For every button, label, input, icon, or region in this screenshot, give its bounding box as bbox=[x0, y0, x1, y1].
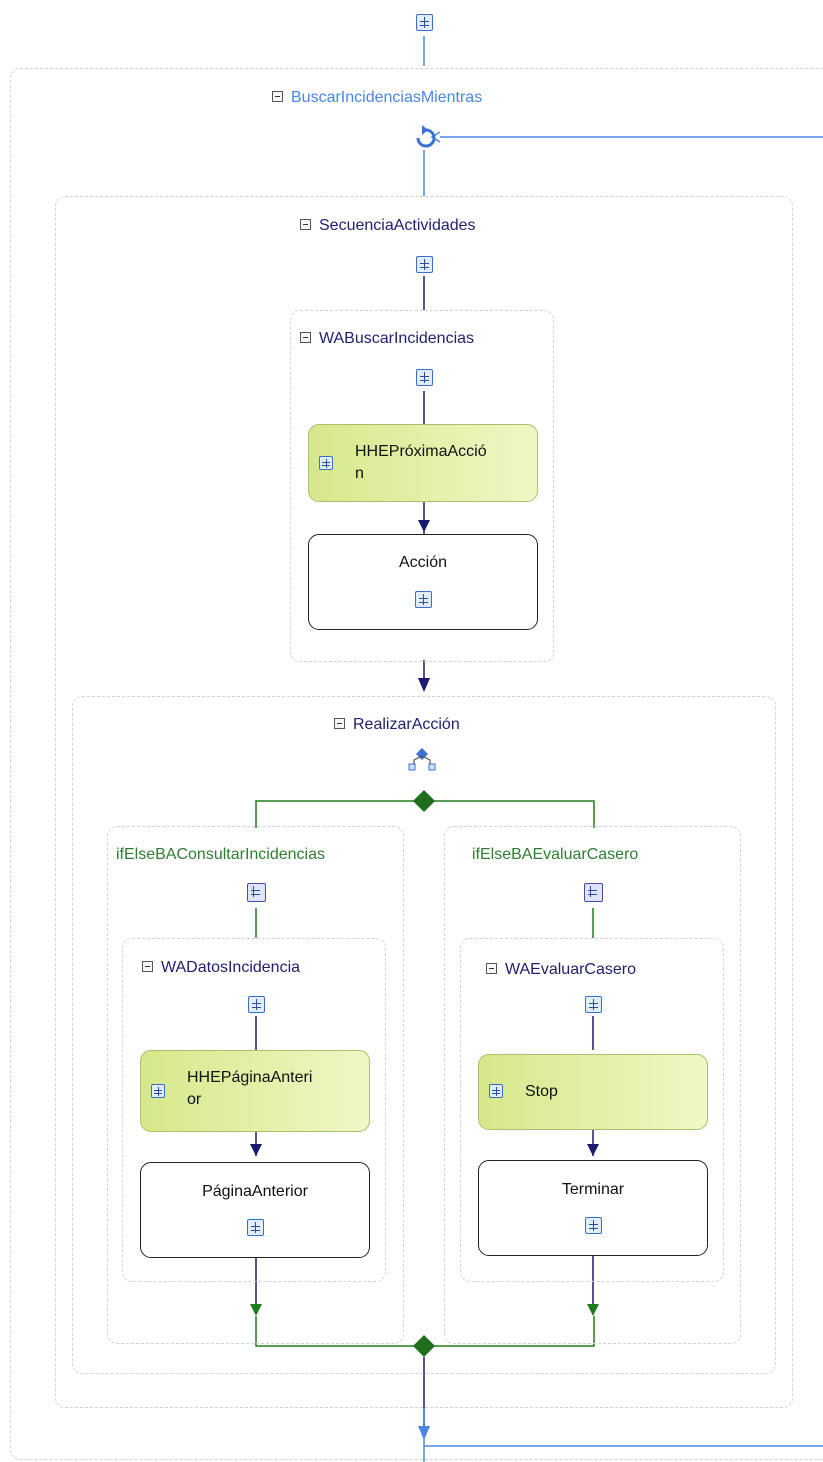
sequence-activity-container[interactable] bbox=[55, 196, 793, 1408]
listen-evaluar-casero-start-icon bbox=[585, 996, 602, 1013]
action-label: Acción bbox=[398, 554, 448, 571]
handler-icon bbox=[319, 456, 333, 470]
listen-evaluar-casero-title[interactable]: WAEvaluarCasero bbox=[486, 961, 636, 979]
listen-activity-title[interactable]: WABuscarIncidencias bbox=[300, 330, 474, 348]
pagina-anterior-activity[interactable]: PáginaAnterior bbox=[140, 1162, 370, 1258]
listen-evaluar-casero-container[interactable] bbox=[460, 938, 724, 1282]
ifelse-branch-left[interactable] bbox=[107, 826, 404, 1344]
collapse-toggle-icon[interactable] bbox=[300, 219, 311, 231]
handler-label-wrap: or bbox=[187, 1091, 202, 1108]
handler-icon bbox=[489, 1084, 503, 1098]
loop-icon bbox=[416, 125, 436, 148]
ifelse-activity-label: RealizarAcción bbox=[353, 716, 460, 733]
branch-left-title[interactable]: ifElseBAConsultarIncidencias bbox=[116, 846, 325, 863]
listen-activity-container[interactable] bbox=[290, 310, 554, 662]
branch-diamond-top bbox=[413, 790, 435, 812]
branch-diamond-bottom bbox=[413, 1335, 435, 1357]
handler-label: HHEPróximaAcció bbox=[355, 443, 487, 460]
handler-label-wrap: n bbox=[355, 465, 364, 482]
listen-datos-incidencia-label: WADatosIncidencia bbox=[161, 959, 301, 976]
collapse-toggle-icon[interactable] bbox=[300, 332, 311, 344]
listen-datos-incidencia-container[interactable] bbox=[122, 938, 386, 1282]
listen-activity-label: WABuscarIncidencias bbox=[319, 330, 475, 347]
collapse-toggle-icon[interactable] bbox=[334, 718, 345, 730]
collapse-toggle-icon[interactable] bbox=[142, 961, 153, 973]
sequence-activity-label: SecuenciaActividades bbox=[319, 217, 476, 234]
while-activity-label: BuscarIncidenciasMientras bbox=[291, 89, 483, 106]
terminar-label: Terminar bbox=[561, 1181, 625, 1198]
action-icon bbox=[247, 1219, 264, 1236]
ifelse-branch-right[interactable] bbox=[444, 826, 741, 1344]
pagina-anterior-label: PáginaAnterior bbox=[202, 1183, 308, 1200]
sequence-entry-icon bbox=[416, 14, 433, 31]
sequence-start-icon bbox=[416, 256, 433, 273]
action-activity[interactable]: Acción bbox=[308, 534, 538, 630]
loop-back-arrowhead bbox=[430, 131, 441, 143]
handler-icon bbox=[151, 1084, 165, 1098]
ifelse-icon bbox=[408, 748, 436, 771]
sequence-activity-title[interactable]: SecuenciaActividades bbox=[300, 217, 476, 235]
branch-right-title[interactable]: ifElseBAEvaluarCasero bbox=[472, 846, 639, 863]
terminar-activity[interactable]: Terminar bbox=[478, 1160, 708, 1256]
while-activity-container[interactable] bbox=[10, 68, 823, 1460]
action-icon bbox=[415, 591, 432, 608]
handler-label: HHEPáginaAnteri bbox=[187, 1069, 313, 1086]
handler-activity-pagina-anterior[interactable]: HHEPáginaAnteri or bbox=[140, 1050, 370, 1132]
listen-datos-incidencia-title[interactable]: WADatosIncidencia bbox=[142, 959, 300, 977]
ifelse-activity-title[interactable]: RealizarAcción bbox=[334, 716, 460, 734]
ifelse-activity-container[interactable] bbox=[72, 696, 776, 1374]
action-icon bbox=[585, 1217, 602, 1234]
while-activity-title[interactable]: BuscarIncidenciasMientras bbox=[272, 89, 482, 107]
branch-right-icon bbox=[584, 883, 603, 902]
collapse-toggle-icon[interactable] bbox=[486, 963, 497, 975]
listen-datos-incidencia-start-icon bbox=[248, 996, 265, 1013]
listen-start-icon bbox=[416, 369, 433, 386]
handler-label: Stop bbox=[525, 1083, 558, 1100]
listen-evaluar-casero-label: WAEvaluarCasero bbox=[505, 961, 637, 978]
handler-activity-proxima-accion[interactable]: HHEPróximaAcció n bbox=[308, 424, 538, 502]
handler-activity-stop[interactable]: Stop bbox=[478, 1054, 708, 1130]
collapse-toggle-icon[interactable] bbox=[272, 91, 283, 103]
branch-left-icon bbox=[247, 883, 266, 902]
